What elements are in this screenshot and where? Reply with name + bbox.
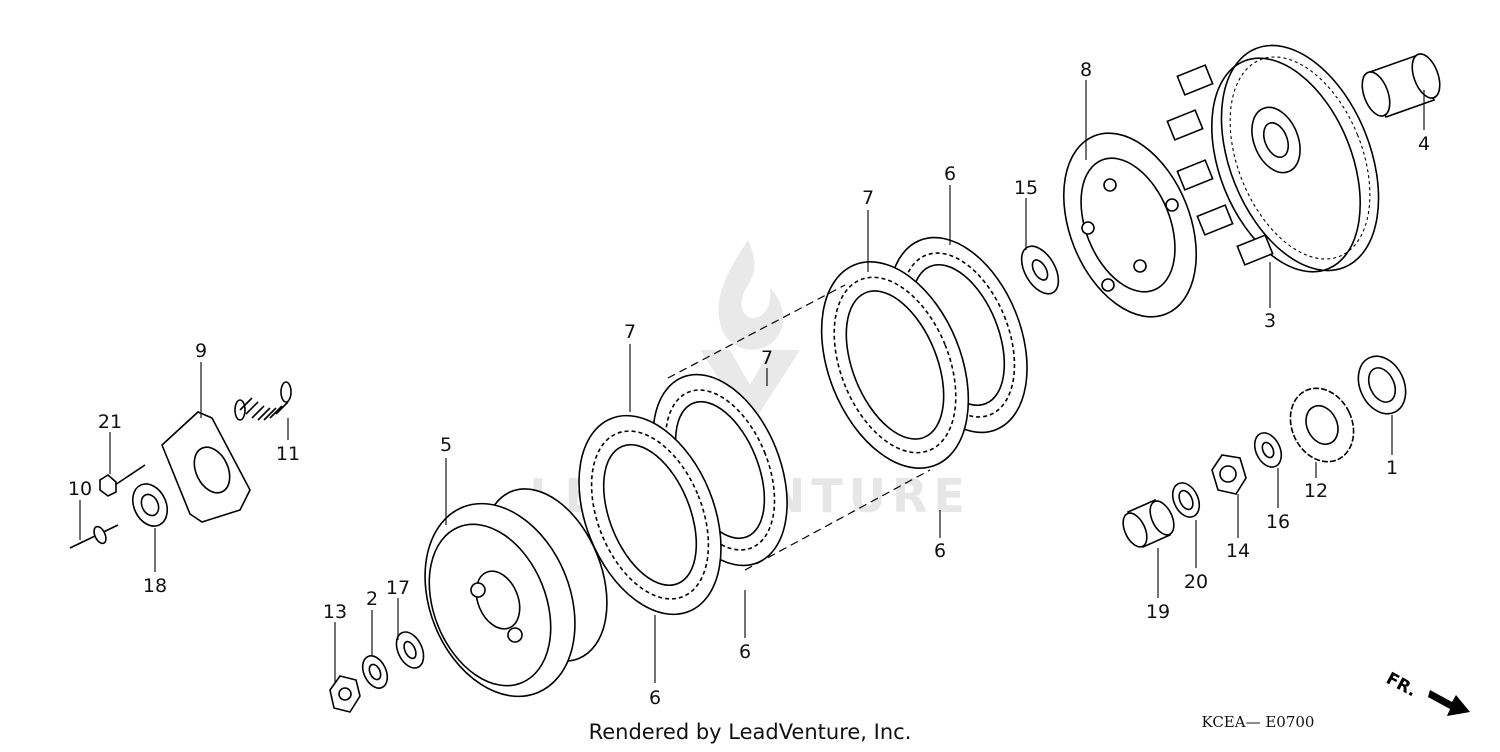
callout-6-bottom: 6 [649,687,661,709]
callout-10: 10 [68,478,92,500]
clutch-outer [1166,44,1380,273]
callout-7-middle: 7 [761,347,773,369]
washer-20 [1171,482,1201,518]
callout-4: 4 [1418,133,1430,155]
callout-3: 3 [1264,310,1276,332]
front-direction-indicator: FR. [1383,669,1470,716]
callout-7-right: 7 [862,187,874,209]
lifter-plate [161,411,251,523]
washer-16 [1253,432,1283,468]
clutch-plate-right [820,261,970,469]
callout-9: 9 [195,340,207,362]
watermark-flame-icon [718,240,784,350]
callout-6-top: 6 [944,163,956,185]
gear-12 [1289,387,1355,463]
callout-19: 19 [1146,601,1170,623]
washer-17 [395,631,425,669]
watermark-v-icon [700,350,800,420]
callout-7-left: 7 [624,321,636,343]
bushing [1361,53,1441,119]
nut-13 [329,675,361,713]
callout-5: 5 [440,434,452,456]
bearing-18 [131,483,169,527]
bolt-21 [99,464,146,497]
needle-bearing-1 [1357,355,1407,415]
callout-1: 1 [1386,457,1398,479]
front-direction-label: FR. [1383,669,1420,701]
callout-13: 13 [323,601,347,623]
clutch-center [424,488,608,698]
footer-credit: Rendered by LeadVenture, Inc. [589,720,912,744]
pushrod-10 [69,524,119,549]
front-arrow-icon [1428,690,1470,716]
callout-8: 8 [1080,59,1092,81]
callout-20: 20 [1184,571,1208,593]
pressure-plate [1062,132,1198,318]
callout-2: 2 [366,588,378,610]
callout-17: 17 [386,577,410,599]
callouts: 1 2 3 4 5 6 6 6 6 7 7 7 8 9 10 11 12 13 … [68,59,1430,709]
callout-21: 21 [98,411,122,433]
callout-12: 12 [1304,480,1328,502]
leader-lines [79,80,1425,683]
washer-15 [1020,245,1060,295]
washer-2 [361,655,389,689]
callout-6-middle: 6 [739,641,751,663]
callout-14: 14 [1226,540,1250,562]
callout-18: 18 [143,575,167,597]
callout-15: 15 [1014,177,1038,199]
collar-19 [1122,498,1175,549]
callout-6-right: 6 [934,540,946,562]
nut-14 [1211,454,1247,495]
callout-11: 11 [276,443,300,465]
diagram-code: KCEA— E0700 [1202,713,1315,731]
callout-16: 16 [1266,511,1290,533]
spring-11 [234,381,292,421]
